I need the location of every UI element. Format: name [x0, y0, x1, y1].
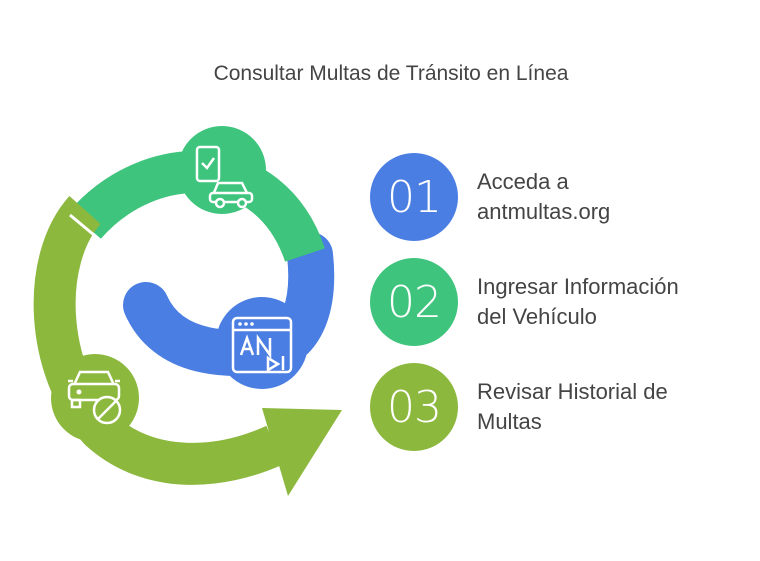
diagram-title: Consultar Multas de Tránsito en Línea: [213, 62, 569, 85]
arc-divider: [69, 213, 101, 242]
step-3: 03 Revisar Historial de Multas: [370, 363, 727, 451]
olive-arrowhead: [262, 408, 342, 496]
step-2-label-line2: del Vehículo: [477, 304, 597, 329]
step-1-number: 01: [370, 153, 458, 241]
step-3-label: Revisar Historial de Multas: [477, 377, 727, 437]
step-2-number: 02: [370, 258, 458, 346]
phone-car-icon: [178, 126, 266, 214]
step-2-label-line1: Ingresar Información: [477, 274, 679, 299]
step-1-label-line2: antmultas.org: [477, 199, 611, 224]
step-1: 01 Acceda a antmultas.org: [370, 153, 727, 241]
car-ban-icon: [51, 354, 139, 442]
browser-form-icon: [216, 297, 308, 389]
step-1-label-line1: Acceda a: [477, 169, 569, 194]
step-3-label-line2: Multas: [477, 409, 542, 434]
step-2: 02 Ingresar Información del Vehículo: [370, 258, 727, 346]
step-3-label-line1: Revisar Historial de: [477, 379, 668, 404]
step-3-number: 03: [370, 363, 458, 451]
step-1-label: Acceda a antmultas.org: [477, 167, 727, 227]
step-2-label: Ingresar Información del Vehículo: [477, 272, 727, 332]
